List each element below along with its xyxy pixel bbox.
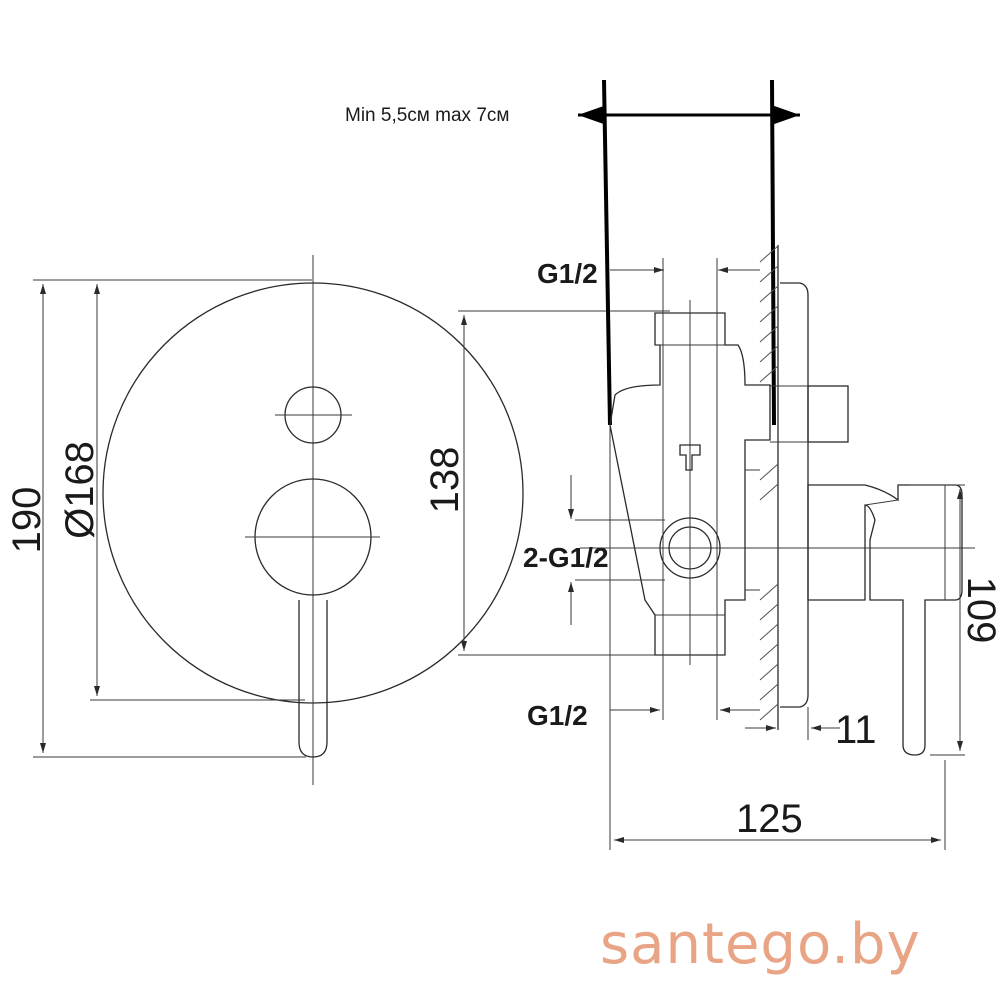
watermark-text: santego.by [600,912,921,977]
cover-plate-profile [780,282,809,708]
lever-handle [298,600,328,758]
thread-label-top: G1/2 [537,258,598,289]
front-view: 190 Ø168 [5,255,524,785]
dim-label-138: 138 [423,447,467,514]
mixer-body-side [807,484,963,756]
dim-label-11: 11 [835,708,877,752]
dim-label-190: 190 [5,487,49,554]
thread-label-mid: 2-G1/2 [523,542,609,573]
wall-limit-line-max [770,79,776,426]
dim-label-125: 125 [736,797,803,841]
dim-label-diameter-168: Ø168 [58,441,102,539]
wall-hatch [759,245,779,730]
valve-body [609,312,771,656]
small-fitting [679,444,701,471]
wall-limit-line-min [602,79,612,426]
wall-thickness-note: Min 5,5см max 7см [345,105,509,126]
diverter-stem [807,385,849,443]
dim-label-109: 109 [959,577,1000,644]
thread-label-bottom: G1/2 [527,700,588,731]
side-view: 138 Min 5,5см max 7см [345,79,1000,850]
